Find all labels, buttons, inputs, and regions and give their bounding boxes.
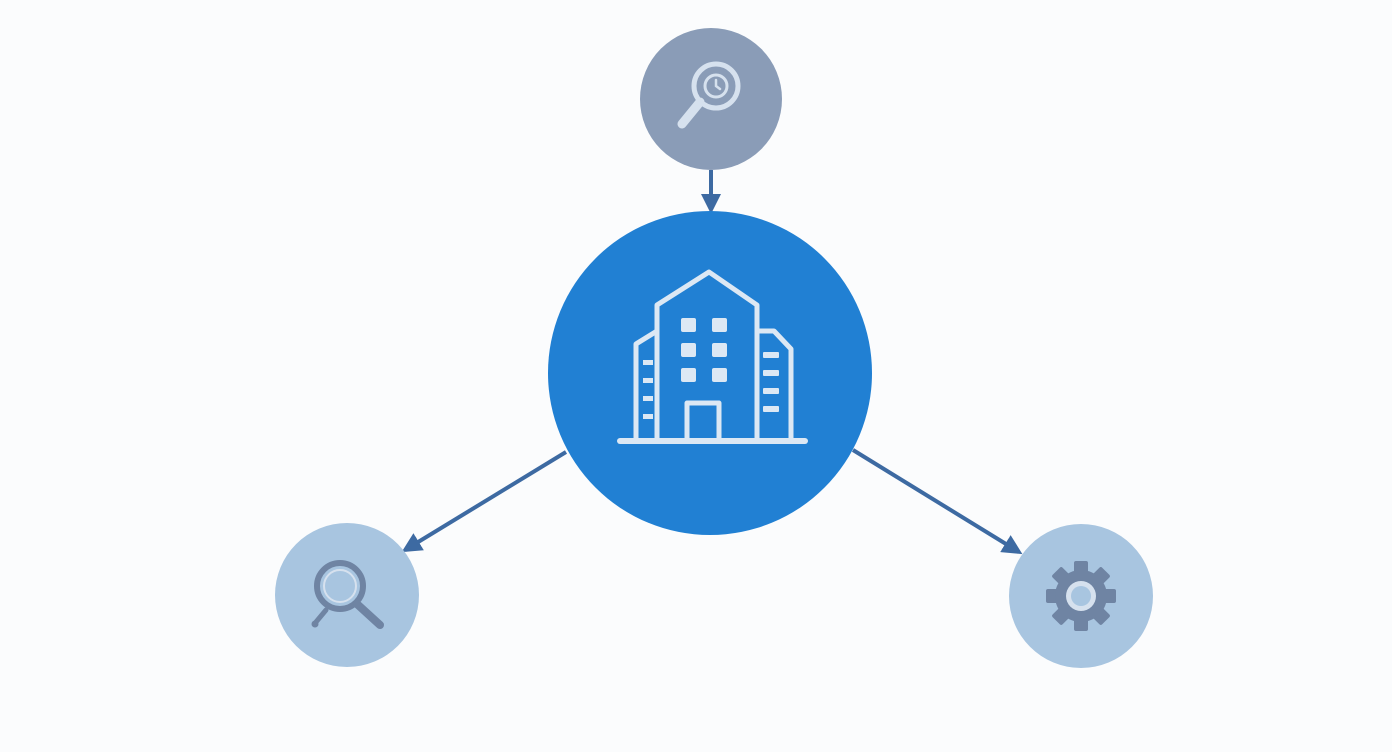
magnifier-clock-icon	[677, 61, 741, 129]
node-center-circle	[548, 211, 872, 535]
arrow-center-to-left	[401, 450, 568, 553]
node-top-circle	[640, 28, 782, 170]
arrow-center-to-right	[851, 448, 1023, 555]
magnifying-glass-icon	[311, 560, 384, 629]
node-left-circle	[275, 523, 419, 667]
gear-icon	[1046, 561, 1116, 631]
edges	[401, 170, 1023, 555]
node-top[interactable]	[640, 28, 782, 170]
node-center[interactable]	[548, 211, 872, 535]
building-icon	[617, 269, 808, 444]
node-right[interactable]	[1009, 524, 1153, 668]
node-left[interactable]	[275, 523, 419, 667]
